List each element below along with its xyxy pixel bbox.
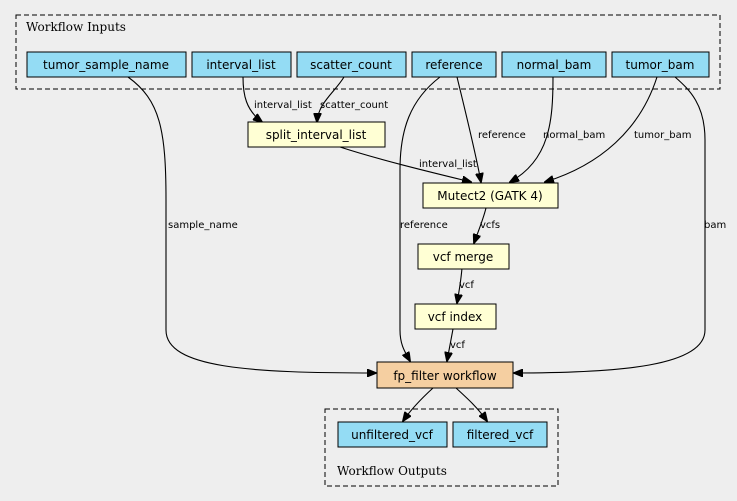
- node-interval-list[interactable]: interval_list: [191, 51, 292, 78]
- node-label: unfiltered_vcf: [351, 428, 434, 442]
- node-mutect2[interactable]: Mutect2 (GATK 4): [422, 182, 559, 209]
- node-scatter-count[interactable]: scatter_count: [296, 51, 407, 78]
- node-normal-bam[interactable]: normal_bam: [501, 51, 607, 78]
- edge-label-vcf-merge: vcf: [459, 280, 474, 291]
- edge-reference-to-mutect: [456, 76, 481, 182]
- edge-reference-to-fp: [399, 76, 441, 361]
- edge-interval-list-to-split: [242, 76, 262, 122]
- edge-normal-bam-to-mutect: [510, 76, 554, 182]
- workflow-inputs-cluster: [15, 14, 721, 90]
- node-filtered-vcf[interactable]: filtered_vcf: [452, 421, 548, 448]
- edge-label-tumor-bam: tumor_bam: [634, 130, 691, 141]
- edge-label-vcf-index: vcf: [450, 340, 465, 351]
- edge-label-split-interval-list: interval_list: [419, 159, 477, 170]
- node-label: interval_list: [206, 58, 276, 72]
- node-label: Mutect2 (GATK 4): [437, 189, 542, 203]
- edge-label-vcfs: vcfs: [480, 220, 500, 231]
- edge-label-scatter-count: scatter_count: [320, 100, 388, 111]
- edge-tumor-bam-to-mutect: [545, 76, 658, 182]
- node-vcf-index[interactable]: vcf index: [414, 303, 497, 330]
- node-label: normal_bam: [517, 58, 592, 72]
- node-label: scatter_count: [310, 58, 392, 72]
- node-tumor-sample-name[interactable]: tumor_sample_name: [26, 51, 187, 78]
- node-label: tumor_bam: [626, 58, 695, 72]
- edge-split-to-mutect: [339, 146, 471, 182]
- node-label: vcf index: [428, 310, 483, 324]
- node-label: split_interval_list: [266, 128, 367, 142]
- node-fp-filter-workflow[interactable]: fp_filter workflow: [376, 361, 514, 389]
- edge-index-to-fp: [447, 328, 454, 361]
- node-tumor-bam[interactable]: tumor_bam: [611, 51, 710, 78]
- edge-mutect-to-merge: [474, 207, 487, 243]
- edge-label-reference-fp: reference: [400, 220, 448, 231]
- edge-label-interval-list: interval_list: [254, 100, 312, 111]
- edge-label-reference-mutect: reference: [478, 130, 526, 141]
- edge-label-bam: bam: [704, 220, 726, 231]
- node-vcf-merge[interactable]: vcf merge: [417, 243, 510, 270]
- node-split-interval-list[interactable]: split_interval_list: [247, 121, 386, 148]
- workflow-inputs-label: Workflow Inputs: [26, 20, 126, 34]
- node-reference[interactable]: reference: [411, 51, 497, 78]
- edge-label-sample-name: sample_name: [168, 220, 238, 231]
- workflow-outputs-cluster: [324, 408, 559, 487]
- workflow-outputs-label: Workflow Outputs: [337, 464, 447, 478]
- node-label: fp_filter workflow: [393, 369, 497, 383]
- node-label: reference: [425, 58, 482, 72]
- edge-fp-to-filtered: [455, 387, 487, 421]
- node-label: vcf merge: [433, 250, 494, 264]
- edge-label-normal-bam: normal_bam: [543, 130, 605, 141]
- node-label: tumor_sample_name: [43, 58, 169, 72]
- edge-tumor-bam-to-fp: [514, 76, 706, 373]
- edge-sample-name-to-fp: [127, 76, 376, 373]
- node-label: filtered_vcf: [467, 428, 534, 442]
- edge-fp-to-unfiltered: [403, 387, 434, 421]
- edge-merge-to-index: [457, 267, 463, 303]
- edge-scatter-count-to-split: [317, 76, 345, 122]
- node-unfiltered-vcf[interactable]: unfiltered_vcf: [337, 421, 448, 448]
